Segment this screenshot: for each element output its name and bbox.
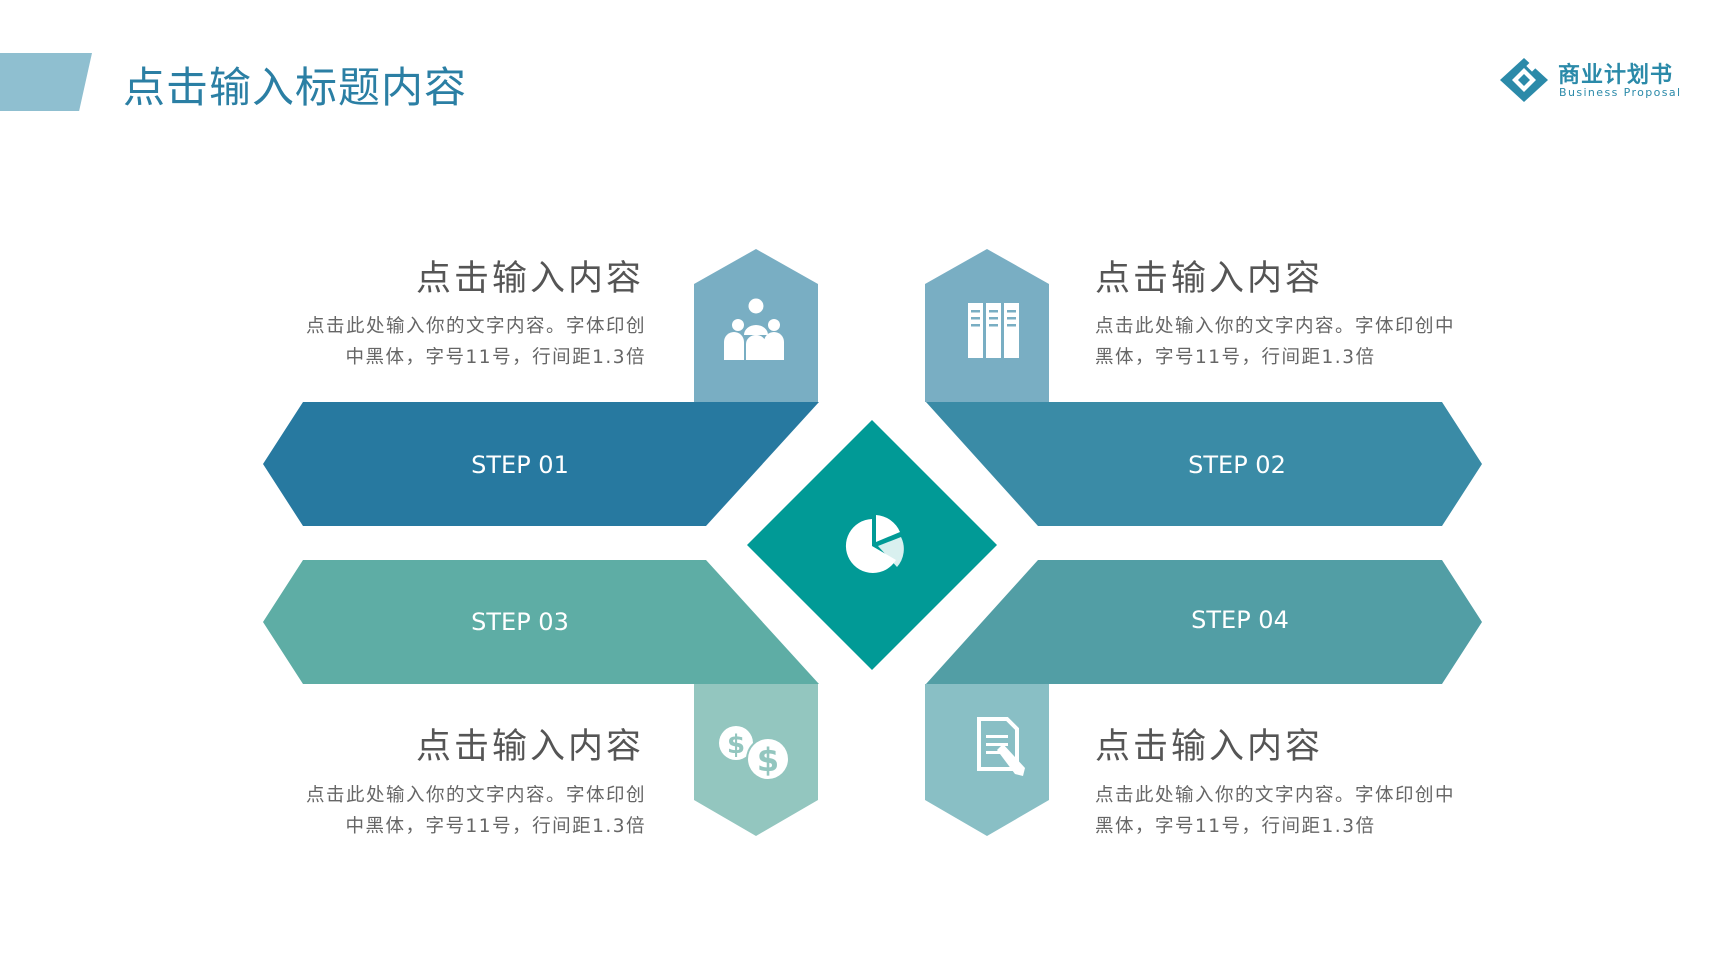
step-01-body-line2: 中黑体，字号11号，行间距1.3倍 [345,347,646,368]
step-01-body: 点击此处输入你的文字内容。字体印创 中黑体，字号11号，行间距1.3倍 [240,311,646,373]
step-04-body-line1: 点击此处输入你的文字内容。字体印创中 [1095,785,1456,806]
step-03-body-line1: 点击此处输入你的文字内容。字体印创 [305,785,646,806]
logo: 商业计划书 Business Proposal [1498,56,1698,104]
pie-chart-icon [845,515,904,573]
step-04-tab [925,684,1049,836]
bookshelf-icon [968,303,1019,358]
page-title: 点击输入标题内容 [123,63,468,112]
money-icon: $ $ [719,726,790,781]
step-03-arrow[interactable] [263,560,819,684]
step-04-body-line2: 黑体，字号11号，行间距1.3倍 [1095,816,1376,837]
step-02-arrow[interactable] [926,402,1482,526]
svg-text:$: $ [757,741,779,779]
step-01-arrow[interactable] [263,402,819,526]
step-03-body: 点击此处输入你的文字内容。字体印创 中黑体，字号11号，行间距1.3倍 [240,780,646,842]
step-02-body-line2: 黑体，字号11号，行间距1.3倍 [1095,347,1376,368]
step-04-body: 点击此处输入你的文字内容。字体印创中 黑体，字号11号，行间距1.3倍 [1095,780,1515,842]
team-icon [724,298,784,360]
document-edit-icon [977,717,1025,776]
step-03-label: STEP 03 [471,608,569,636]
logo-subtitle: Business Proposal [1559,86,1682,99]
step-03-body-line2: 中黑体，字号11号，行间距1.3倍 [345,816,646,837]
step-04-heading: 点击输入内容 [1095,727,1324,767]
step-02-heading: 点击输入内容 [1095,259,1324,299]
logo-diamond-icon [1500,58,1548,102]
step-03-heading: 点击输入内容 [416,727,645,767]
step-02-body-line1: 点击此处输入你的文字内容。字体印创中 [1095,316,1456,337]
step-02-label: STEP 02 [1188,451,1286,479]
svg-text:$: $ [727,730,745,760]
logo-name: 商业计划书 [1558,63,1674,88]
step-01-label: STEP 01 [471,451,569,479]
step-04-label: STEP 04 [1191,606,1289,634]
step-01-heading: 点击输入内容 [416,259,645,299]
step-01-body-line1: 点击此处输入你的文字内容。字体印创 [305,316,646,337]
step-02-body: 点击此处输入你的文字内容。字体印创中 黑体，字号11号，行间距1.3倍 [1095,311,1515,373]
step-04-arrow[interactable] [926,560,1482,684]
title-accent-tab [0,53,92,111]
